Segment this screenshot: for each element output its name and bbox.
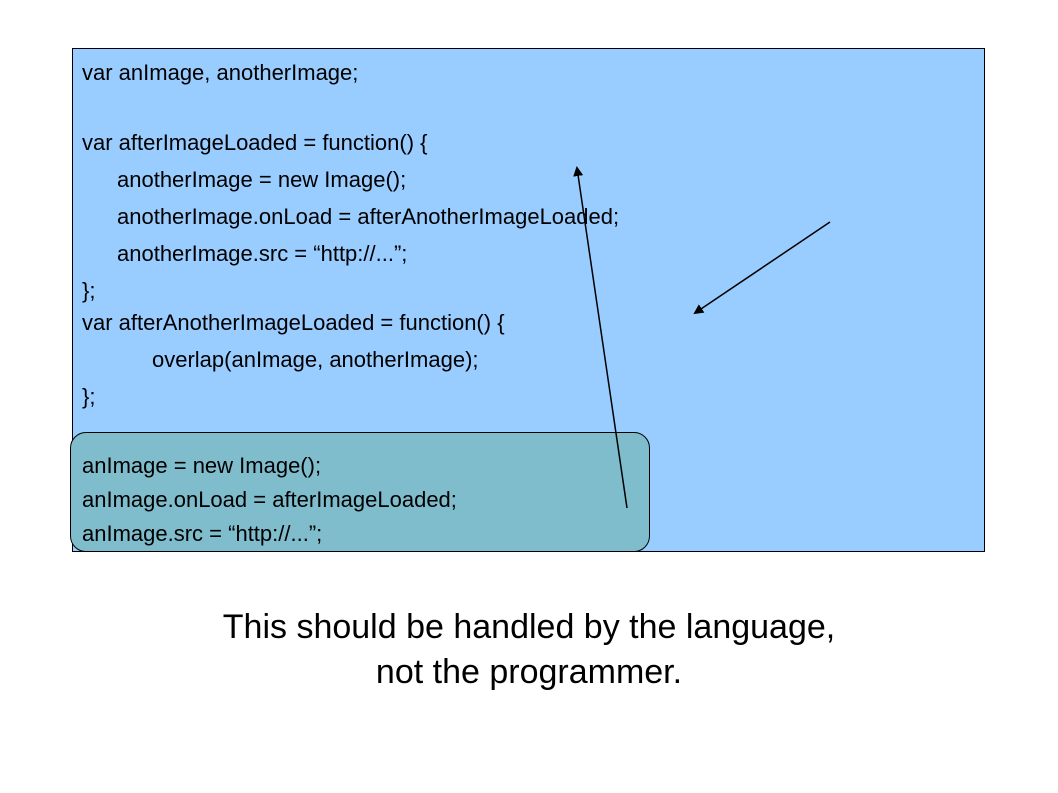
code-line-5: anotherImage.src = “http://...”; [117, 241, 408, 266]
code-line-1: var anImage, anotherImage; [82, 60, 359, 85]
code-line-10: anImage = new Image(); [82, 453, 322, 478]
arrow-to-another-image-line [573, 166, 628, 509]
code-line-9: }; [82, 384, 96, 409]
code-line-11: anImage.onLoad = afterImageLoaded; [82, 487, 457, 512]
code-line-7: var afterAnotherImageLoaded = function()… [82, 310, 505, 335]
highlighted-code-region [70, 432, 650, 552]
code-line-3: anotherImage = new Image(); [117, 167, 407, 192]
code-line-6: }; [82, 278, 96, 303]
code-line-12: anImage.src = “http://...”; [82, 521, 323, 546]
code-line-2: var afterImageLoaded = function() { [82, 130, 428, 155]
code-line-4: anotherImage.onLoad = afterAnotherImageL… [117, 204, 620, 229]
caption-line-1: This should be handled by the language, [222, 608, 836, 646]
code-line-8: overlap(anImage, anotherImage); [152, 347, 479, 372]
caption-line-2: not the programmer. [375, 653, 683, 691]
arrow-to-after-another-image-loaded [693, 221, 831, 315]
